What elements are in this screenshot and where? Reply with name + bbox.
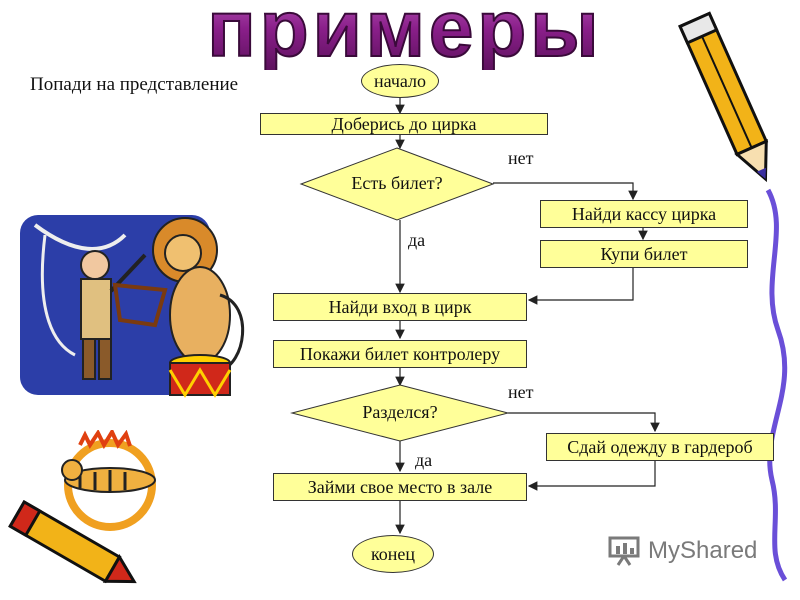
label-yes-1: да bbox=[408, 230, 426, 250]
title-wordart: примеры bbox=[206, 0, 602, 70]
decision-ticket bbox=[299, 147, 495, 221]
pencil-icon bbox=[678, 11, 769, 183]
step-cloakroom: Сдай одежду в гардероб bbox=[546, 433, 774, 461]
watermark-text: MyShared bbox=[648, 537, 758, 564]
subtitle: Попади на представление bbox=[30, 74, 239, 95]
decision-ticket-text: Есть билет? bbox=[351, 173, 443, 193]
step-show-ticket: Покажи билет контролеру bbox=[273, 340, 527, 368]
end-node: конец bbox=[352, 535, 434, 573]
tiger-ring-illustration bbox=[8, 430, 156, 584]
title-text: примеры bbox=[207, 0, 602, 70]
step-find-box-office: Найди кассу цирка bbox=[540, 200, 748, 228]
step-take-seat: Займи свое место в зале bbox=[273, 473, 527, 501]
myshared-watermark: MyShared bbox=[608, 536, 757, 566]
start-node: начало bbox=[361, 64, 439, 98]
label-no-1: нет bbox=[508, 148, 534, 168]
decision-undressed bbox=[290, 384, 510, 442]
label-yes-2: да bbox=[415, 450, 433, 470]
label-no-2: нет bbox=[508, 382, 534, 402]
step-get-to-circus: Доберись до цирка bbox=[260, 113, 548, 135]
lion-tamer-illustration bbox=[20, 215, 244, 398]
decision-undressed-text: Разделся? bbox=[362, 402, 438, 422]
step-buy-ticket: Купи билет bbox=[540, 240, 748, 268]
decorative-purple-line bbox=[765, 188, 788, 582]
myshared-logo-icon bbox=[608, 536, 640, 566]
step-find-entrance: Найди вход в цирк bbox=[273, 293, 527, 321]
